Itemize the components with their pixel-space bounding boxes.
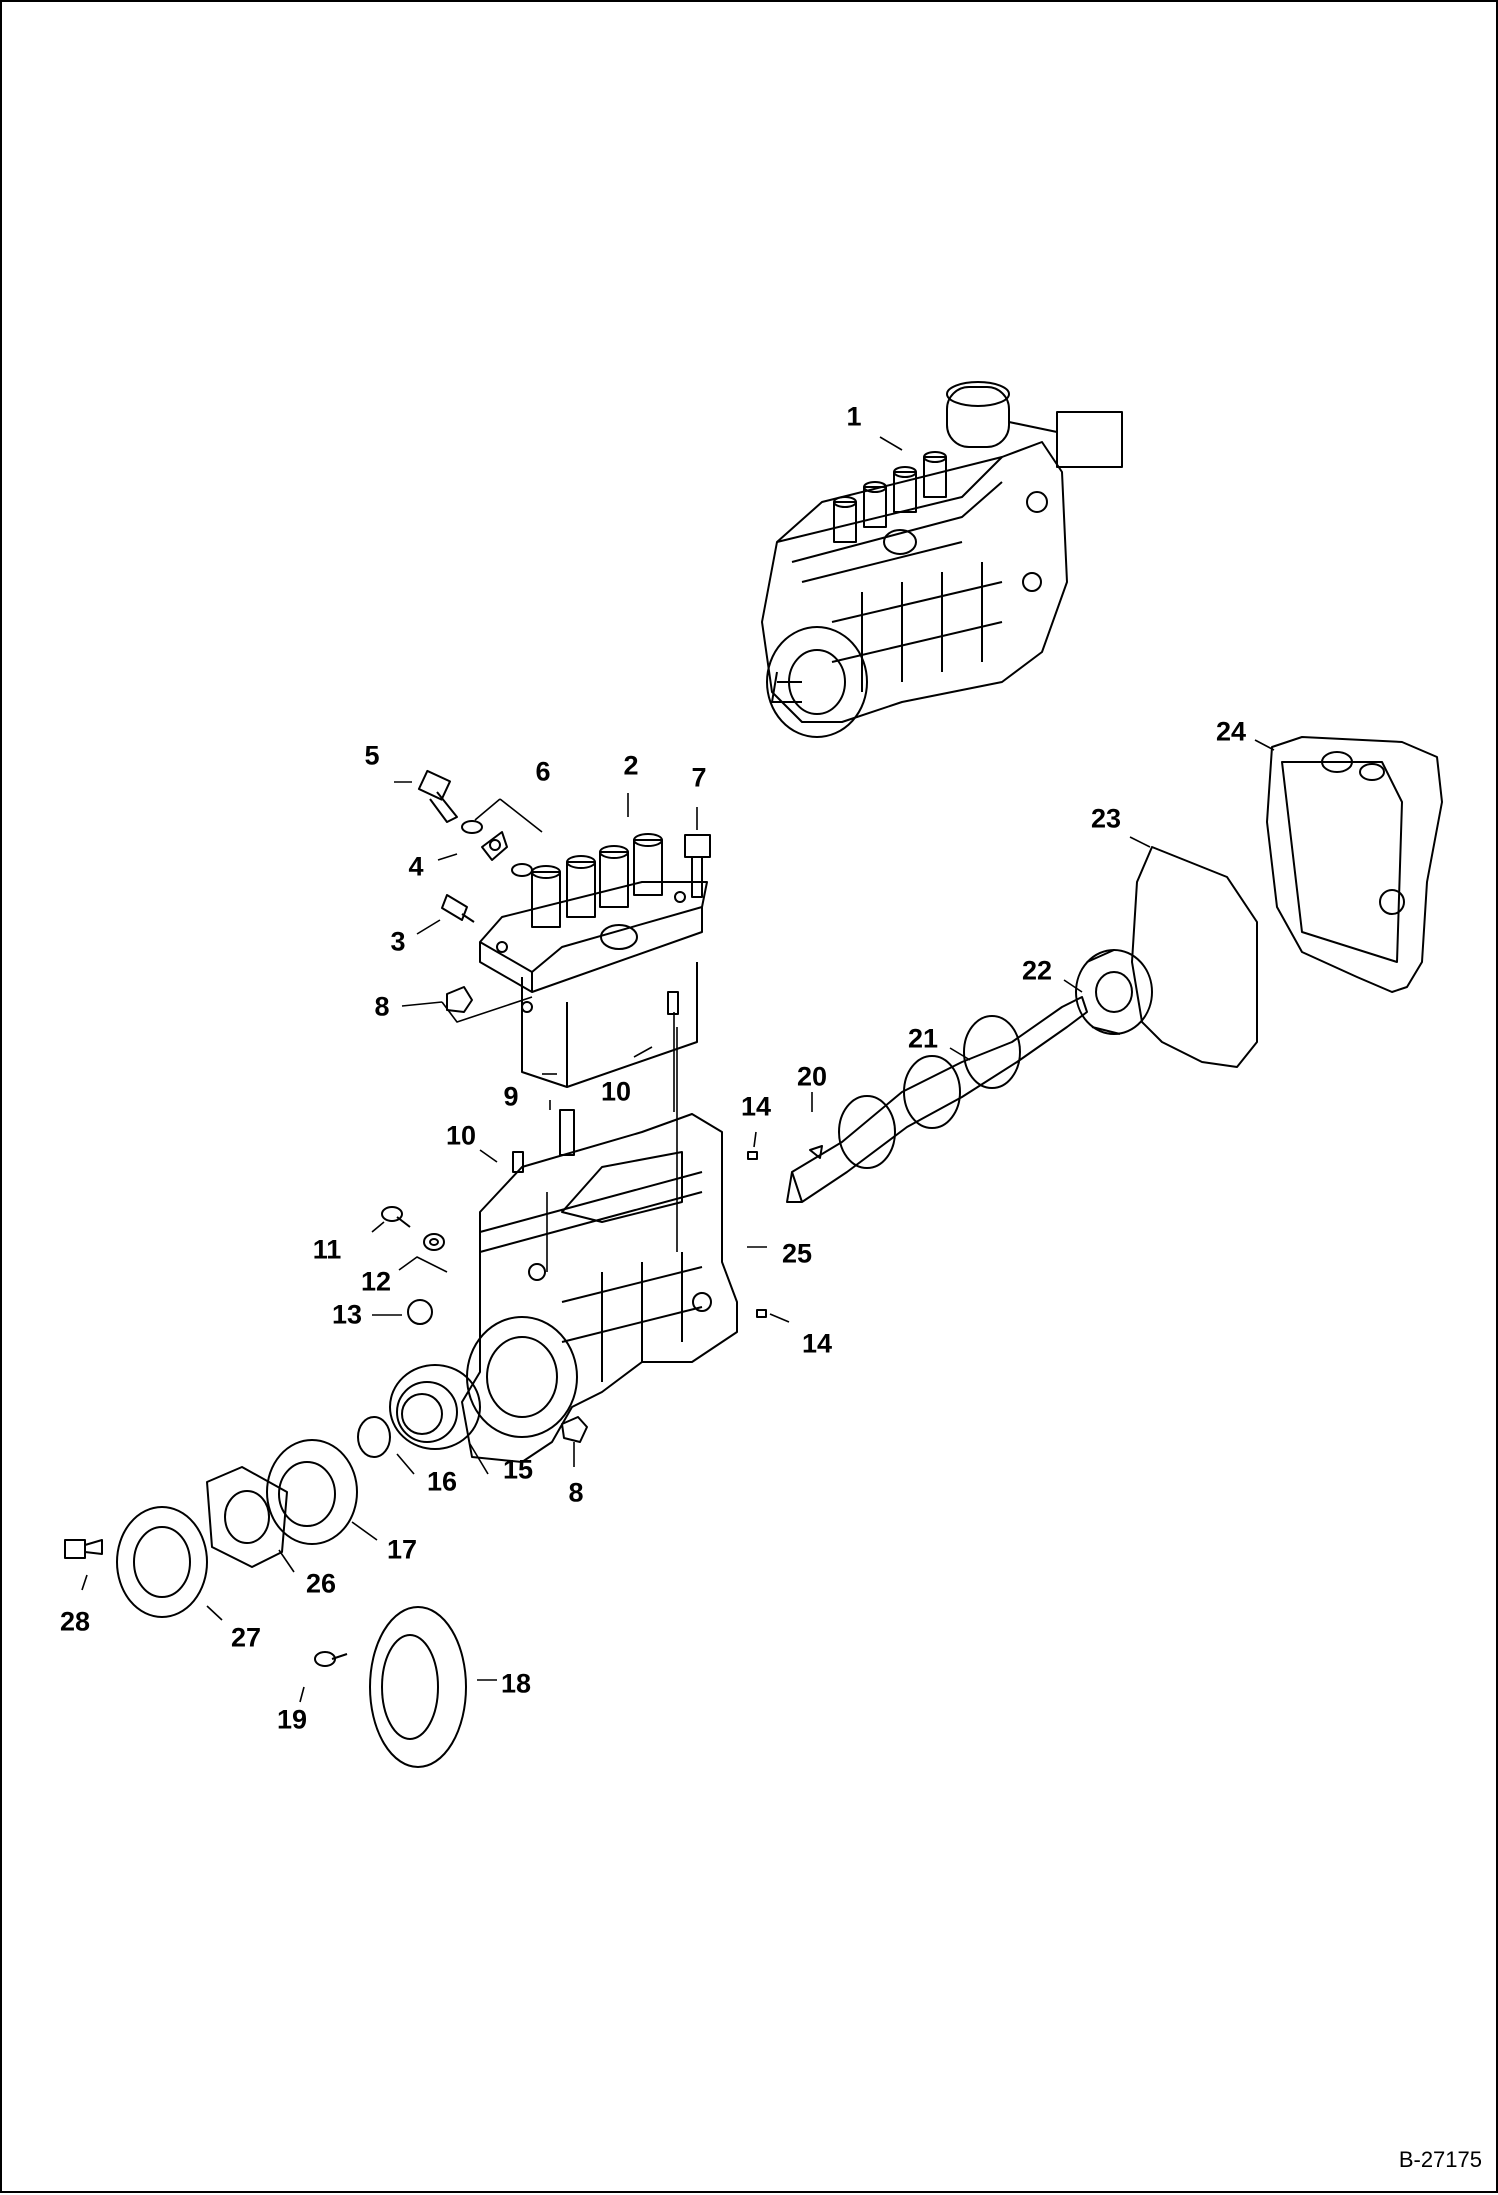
washer-12 [423,1233,445,1251]
callout-13: 13 [331,1299,363,1330]
callout-25: 25 [781,1238,813,1269]
plate-26 [206,1466,288,1568]
callout-18: 18 [500,1668,532,1699]
callout-14-top: 14 [740,1091,772,1122]
callout-26: 26 [305,1568,337,1599]
callout-5: 5 [364,740,380,771]
assembled-injection-pump [761,381,1123,738]
callout-4: 4 [408,851,424,882]
callout-15: 15 [502,1454,534,1485]
callout-12: 12 [360,1266,392,1297]
document-id: B-27175 [1398,2147,1482,2172]
pump-housing [461,1113,738,1463]
bearing-15 [389,1364,481,1450]
banjo-fitting-4 [481,831,508,861]
nut-8-top [446,986,473,1013]
callout-10-right: 10 [600,1076,632,1107]
callout-24: 24 [1215,716,1247,747]
banjo-bolt-5 [417,769,458,823]
callout-7: 7 [691,762,707,793]
stud-9 [559,1109,575,1156]
callout-28: 28 [59,1606,91,1637]
callout-23: 23 [1090,803,1122,834]
callout-8-bottom: 8 [568,1477,584,1508]
washers-6 [461,820,533,877]
bearing-22 [1075,949,1153,1035]
leader-lines [81,436,1275,1703]
plate-18 [369,1606,467,1768]
callout-14-bottom: 14 [801,1328,833,1359]
bolt-7 [684,834,711,898]
callout-3: 3 [390,926,406,957]
screw-19 [314,1651,348,1667]
callout-6: 6 [535,756,551,787]
cover-27 [116,1506,208,1618]
callout-2: 2 [623,750,639,781]
callout-21: 21 [907,1023,939,1054]
fitting-3 [441,894,475,923]
callout-9: 9 [503,1081,519,1112]
callout-17: 17 [386,1534,418,1565]
gasket-23 [1131,846,1258,1068]
bolt-28 [64,1539,103,1559]
camshaft-21 [786,996,1088,1203]
callout-10-left: 10 [445,1120,477,1151]
callout-19: 19 [276,1704,308,1735]
callout-16: 16 [426,1466,458,1497]
callout-20: 20 [796,1061,828,1092]
callout-27: 27 [230,1622,262,1653]
snap-ring-16 [357,1416,391,1458]
bolt-11 [381,1206,411,1228]
callout-22: 22 [1021,955,1053,986]
pin-14 [747,1151,767,1318]
governor-housing-24 [1266,736,1443,993]
callout-1: 1 [846,401,862,432]
nut-8-bottom [561,1416,588,1443]
plug-13 [407,1299,433,1325]
pump-head-plate [479,833,708,1088]
callout-8-top: 8 [374,991,390,1022]
gasket-17 [266,1439,358,1545]
callout-11: 11 [312,1234,342,1265]
woodruff-key-20 [809,1145,823,1159]
